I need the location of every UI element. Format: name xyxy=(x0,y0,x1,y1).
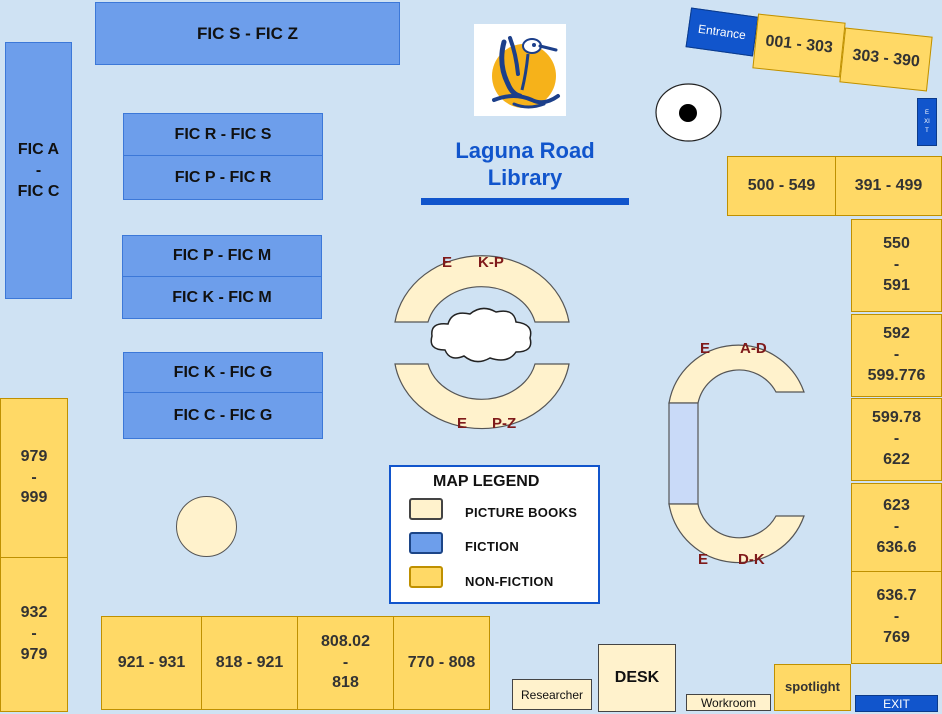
label-e-pz-e: E xyxy=(457,415,467,432)
picture-shelf-e-dk xyxy=(668,503,805,564)
camera-icon xyxy=(655,83,722,142)
title-underline xyxy=(421,198,629,205)
shelf-818-921: 818 - 921 xyxy=(201,616,298,710)
label-e-dk-range: D-K xyxy=(738,551,765,568)
shelf-979-999: 979 - 999 xyxy=(0,398,68,558)
roadrunner-logo-icon xyxy=(474,24,566,116)
shelf-fic-r-s: FIC R - FIC S xyxy=(123,113,323,156)
picture-books-left-area: E K-P E P-Z xyxy=(394,254,570,432)
label-e-dk-e: E xyxy=(698,551,708,568)
workroom: Workroom xyxy=(686,694,771,711)
library-title: Laguna Road Library xyxy=(455,138,595,190)
shelf-fic-c-g: FIC C - FIC G xyxy=(123,392,323,439)
spotlight-shelf: spotlight xyxy=(774,664,851,711)
shelf-fic-k-g: FIC K - FIC G xyxy=(123,352,323,393)
legend-label-picture-books: PICTURE BOOKS xyxy=(465,505,578,520)
entrance-sign: Entrance xyxy=(685,7,759,57)
legend-swatch-picture-books xyxy=(409,498,443,520)
label-e-ad-range: A-D xyxy=(740,340,767,357)
shelf-fic-k-m: FIC K - FIC M xyxy=(122,276,322,319)
desk: DESK xyxy=(598,644,676,712)
shelf-500-549: 500 - 549 xyxy=(727,156,836,216)
legend-swatch-fiction xyxy=(409,532,443,554)
round-table xyxy=(176,496,237,557)
shelf-932-979: 932 - 979 xyxy=(0,557,68,712)
picture-shelf-connector xyxy=(668,402,699,505)
shelf-921-931: 921 - 931 xyxy=(101,616,202,710)
legend-label-non-fiction: NON-FICTION xyxy=(465,574,554,589)
shelf-6367-769: 636.7 - 769 xyxy=(851,571,942,664)
shelf-623-6366: 623 - 636.6 xyxy=(851,483,942,572)
shelf-80802-818: 808.02 - 818 xyxy=(297,616,394,710)
picture-shelf-e-pz xyxy=(394,363,570,430)
label-e-kp-range: K-P xyxy=(478,254,504,271)
exit-sign-side: EXIT xyxy=(917,98,937,146)
exit-sign-bottom: EXIT xyxy=(855,695,938,712)
shelf-59978-622: 599.78 - 622 xyxy=(851,398,942,481)
shelf-fic-a-c: FIC A - FIC C xyxy=(5,42,72,299)
label-e-kp-e: E xyxy=(442,254,452,271)
map-legend: MAP LEGEND PICTURE BOOKS FICTION NON-FIC… xyxy=(389,465,600,604)
shelf-fic-s-z: FIC S - FIC Z xyxy=(95,2,400,65)
label-e-ad-e: E xyxy=(700,340,710,357)
picture-books-right-area: E A-D E D-K xyxy=(668,340,805,568)
shelf-550-591: 550 - 591 xyxy=(851,219,942,312)
shelf-592-599776: 592 - 599.776 xyxy=(851,314,942,397)
shelf-001-303: 001 - 303 xyxy=(752,13,846,78)
label-e-pz-range: P-Z xyxy=(492,415,516,432)
shelf-fic-p-r: FIC P - FIC R xyxy=(123,155,323,200)
picture-shelf-e-kp xyxy=(394,255,570,323)
shelf-303-390: 303 - 390 xyxy=(839,27,933,92)
researcher-area: Researcher xyxy=(512,679,592,710)
legend-title: MAP LEGEND xyxy=(433,473,540,490)
legend-label-fiction: FICTION xyxy=(465,539,520,554)
shelf-391-499: 391 - 499 xyxy=(835,156,942,216)
picture-shelf-e-ad xyxy=(668,344,805,404)
shelf-fic-p-m: FIC P - FIC M xyxy=(122,235,322,277)
legend-swatch-non-fiction xyxy=(409,566,443,588)
shelf-770-808: 770 - 808 xyxy=(393,616,490,710)
cloud-icon xyxy=(430,307,532,363)
